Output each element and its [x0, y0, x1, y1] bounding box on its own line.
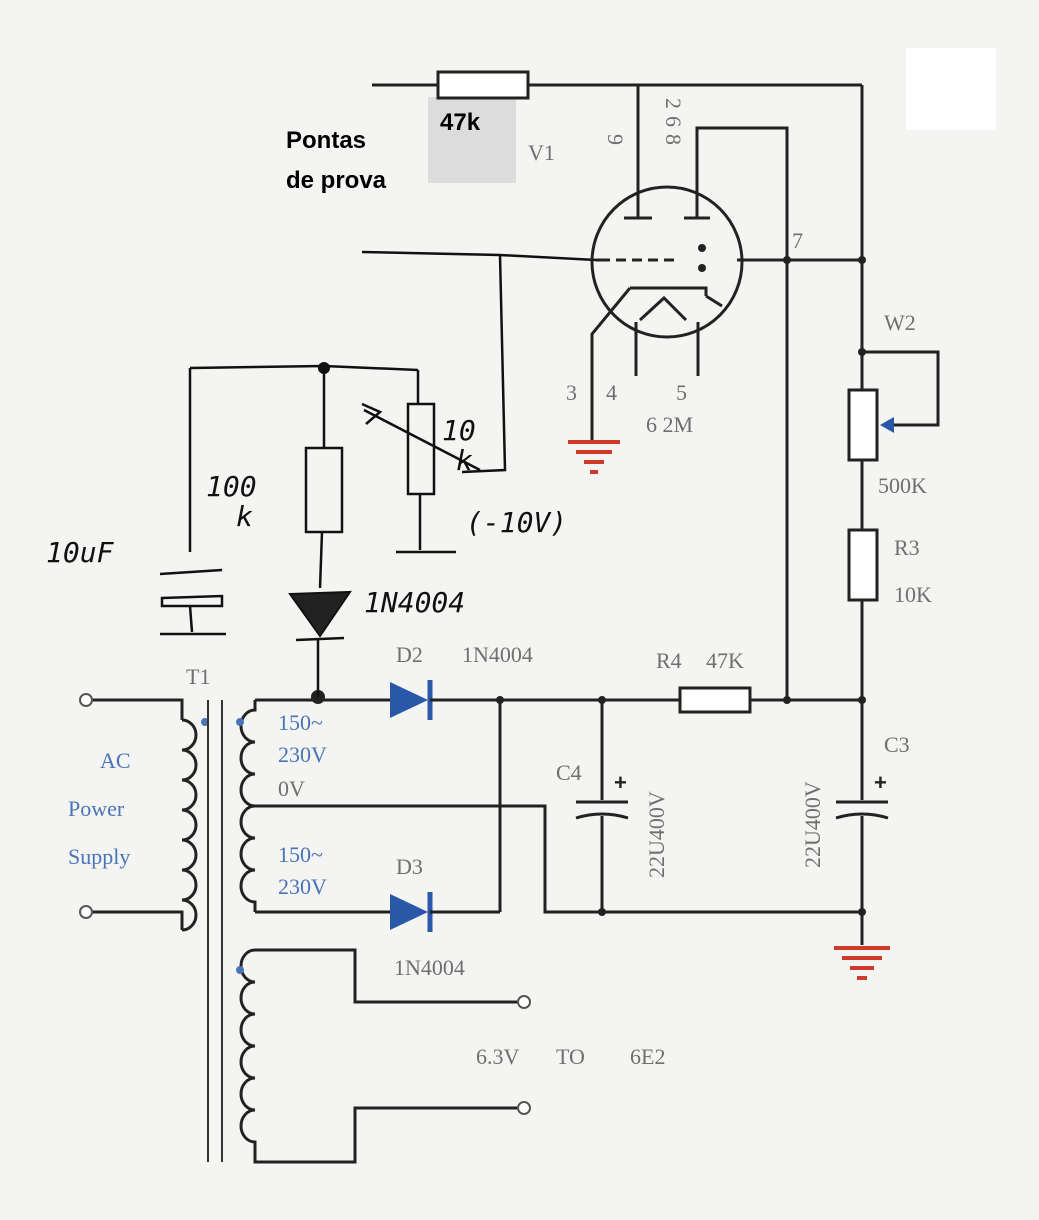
diode-d3	[255, 700, 502, 932]
pin-7: 7	[792, 228, 803, 253]
c4-value: 22U400V	[644, 791, 669, 878]
hand-10k-line1: 10	[442, 414, 476, 447]
capacitor-c3: +	[835, 700, 889, 912]
hand-100k-line2: k	[236, 500, 253, 533]
w2-value: 500K	[878, 473, 927, 498]
pin-3: 3	[566, 380, 577, 405]
ac-label-1: AC	[100, 748, 131, 773]
hand-diode-label: 1N4004	[364, 586, 465, 619]
svg-text:+: +	[874, 770, 887, 795]
sec2-line2: 230V	[278, 874, 327, 899]
heater-target: 6E2	[630, 1044, 665, 1069]
d2-value: 1N4004	[462, 642, 533, 667]
w2-label: W2	[884, 310, 916, 335]
d3-label: D3	[396, 854, 423, 879]
t1-label: T1	[186, 664, 210, 689]
r3-value: 10K	[894, 582, 932, 607]
heater-to: TO	[556, 1044, 585, 1069]
ac-label-2: Power	[68, 796, 125, 821]
sec1-line1: 150~	[278, 710, 323, 735]
probe-label-line2: de prova	[286, 167, 387, 194]
heater-voltage: 6.3V	[476, 1044, 520, 1069]
hand-cap-label: 10uF	[46, 536, 115, 569]
hand-10k-line2: k	[456, 444, 473, 477]
probe-wire-lower	[361, 250, 597, 474]
main-rail	[255, 680, 866, 720]
probe-resistor-47k	[372, 70, 862, 100]
r4-value: 47K	[706, 648, 744, 673]
handwritten-bias-circuit	[159, 362, 481, 697]
svg-text:+: +	[614, 770, 627, 795]
blank-label-patch	[906, 48, 996, 130]
potentiometer-w2	[847, 348, 940, 462]
sec1-line2: 230V	[278, 742, 327, 767]
ground-rail	[255, 804, 890, 980]
pin-partial-label: 6 2M	[646, 412, 693, 437]
ground-symbol-tube	[568, 420, 620, 474]
pin-6: 6	[661, 116, 686, 127]
c4-label: C4	[556, 760, 582, 785]
label-background	[428, 97, 516, 183]
d2-label: D2	[396, 642, 423, 667]
r3-label: R3	[894, 535, 920, 560]
pin-5: 5	[676, 380, 687, 405]
tube-v1	[590, 85, 866, 700]
c3-label: C3	[884, 732, 910, 757]
hand-neg-voltage: (-10V)	[466, 506, 567, 539]
transformer-t1	[79, 693, 531, 1164]
hand-100k-line1: 100	[206, 470, 257, 503]
pin-2: 2	[661, 98, 686, 109]
resistor-r3	[847, 528, 879, 602]
probe-label-line1: Pontas	[286, 127, 366, 154]
pin-9: 9	[603, 134, 628, 145]
sec2-line1: 150~	[278, 842, 323, 867]
sec1-line3: 0V	[278, 776, 305, 801]
d3-value: 1N4004	[394, 955, 465, 980]
tube-label: V1	[528, 140, 555, 165]
pin-4: 4	[606, 380, 617, 405]
capacitor-c4: +	[575, 700, 629, 912]
probe-resistor-label: 47k	[440, 109, 481, 136]
r4-label: R4	[656, 648, 682, 673]
ac-label-3: Supply	[68, 844, 130, 869]
c3-value: 22U400V	[800, 781, 825, 868]
pin-8: 8	[661, 134, 686, 145]
